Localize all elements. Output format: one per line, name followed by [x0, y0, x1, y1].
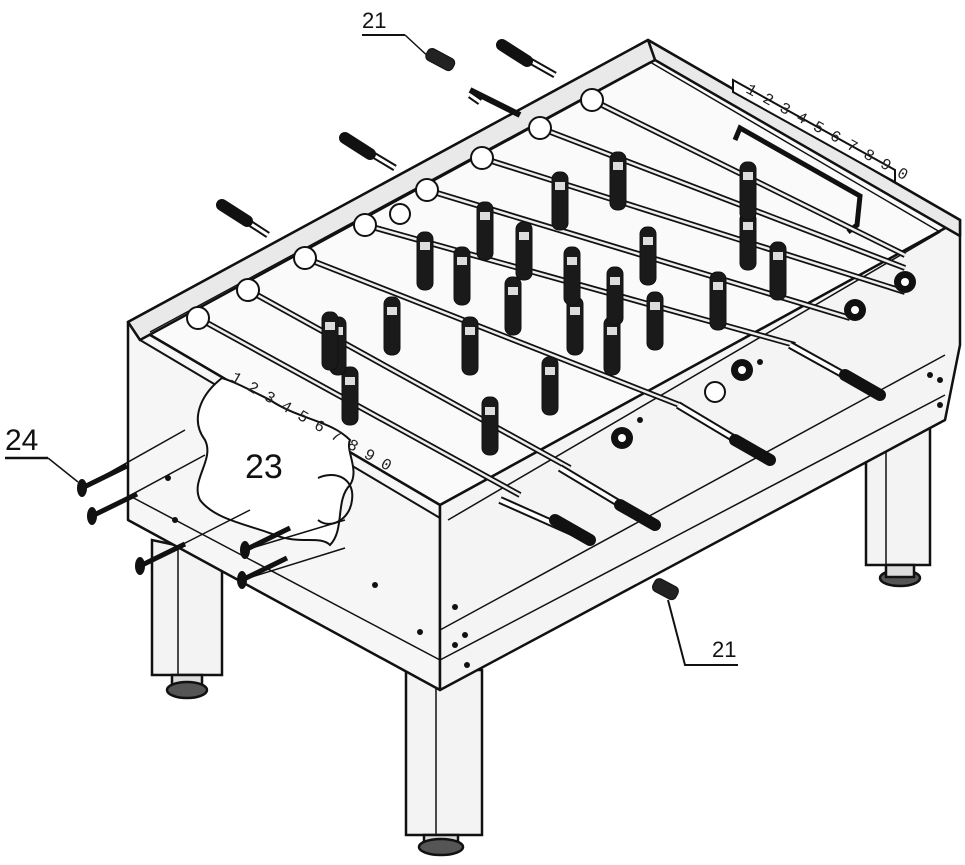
- player-figure-stripe: [465, 327, 475, 335]
- player-figure-stripe: [613, 162, 623, 170]
- player-figure: [541, 356, 559, 416]
- rod-bearing-5: [415, 178, 439, 202]
- player-figure-stripe: [485, 407, 495, 415]
- handle-grip-near-3: [729, 434, 776, 466]
- callout-21-top: 21: [362, 8, 456, 72]
- player-figure: [646, 291, 664, 351]
- handle-grip-far-1: [216, 199, 253, 227]
- rod-bearing-2: [236, 278, 260, 302]
- rod-bearing-3: [293, 246, 317, 270]
- player-figure: [453, 246, 471, 306]
- player-figure-stripe: [457, 257, 467, 265]
- handle-grip-far-2: [339, 132, 376, 160]
- label-21-top: 21: [362, 8, 386, 33]
- screw-head: [77, 479, 87, 497]
- player-figure: [603, 316, 621, 376]
- screws-24: [77, 429, 346, 589]
- rod-bearing-1: [186, 306, 210, 330]
- rod-extra: [468, 87, 522, 118]
- player-rods: [186, 39, 907, 546]
- player-figure-stripe: [713, 282, 723, 290]
- player-figure-stripe: [420, 242, 430, 250]
- label-24: 24: [5, 424, 38, 457]
- player-figure-stripe: [607, 327, 617, 335]
- player-figure: [609, 151, 627, 211]
- rod-highlight-1: [197, 316, 521, 497]
- player-figure-stripe: [650, 302, 660, 310]
- screw-guide-line: [244, 519, 346, 551]
- screw-shaft: [243, 525, 292, 553]
- player-figure: [563, 246, 581, 306]
- player-figure: [341, 366, 359, 426]
- rod-highlight-7: [539, 126, 906, 270]
- screw-head: [135, 557, 145, 575]
- player-figure-stripe: [325, 322, 335, 330]
- player-figure: [461, 316, 479, 376]
- player-figure: [639, 226, 657, 286]
- player-figure: [476, 201, 494, 261]
- label-23: 23: [245, 448, 283, 486]
- rod-bearing-6: [470, 146, 494, 170]
- player-figure-stripe: [345, 377, 355, 385]
- rod-bearing-holes: [389, 203, 916, 449]
- player-figure: [504, 276, 522, 336]
- handle-grip-near-2: [614, 499, 661, 531]
- player-figure-stripe: [480, 212, 490, 220]
- player-figure-stripe: [508, 287, 518, 295]
- screw-shaft: [90, 491, 139, 519]
- rod-highlight-3: [304, 256, 683, 408]
- rod-bearing-7: [528, 116, 552, 140]
- player-figure: [709, 271, 727, 331]
- screw-head: [237, 571, 247, 589]
- player-figure: [606, 266, 624, 326]
- player-figure-stripe: [743, 222, 753, 230]
- handle-grip-near-4: [839, 369, 886, 401]
- player-figure-stripe: [555, 182, 565, 190]
- player-figure-stripe: [773, 252, 783, 260]
- player-figure: [515, 221, 533, 281]
- player-figure-stripe: [567, 257, 577, 265]
- callout-21-bottom: 21: [651, 578, 738, 666]
- screw-guide-line: [241, 547, 346, 581]
- callout-24: 24: [5, 424, 79, 483]
- label-21-bottom: 21: [712, 637, 736, 662]
- handle-grip-near-1: [549, 514, 596, 546]
- screw-shaft: [240, 555, 289, 583]
- handle-grip-far-4: [496, 39, 533, 67]
- player-figure: [551, 171, 569, 231]
- player-figure-stripe: [545, 367, 555, 375]
- callouts: 21 21 24: [5, 8, 738, 666]
- player-figure-stripe: [643, 237, 653, 245]
- player-figure: [769, 241, 787, 301]
- player-figure-stripe: [387, 307, 397, 315]
- screw-shaft: [80, 463, 129, 491]
- player-figure: [481, 396, 499, 456]
- handle-shaft-hl-far-3: [469, 93, 481, 104]
- player-figure: [416, 231, 434, 291]
- screw-head: [87, 507, 97, 525]
- player-figure: [739, 211, 757, 271]
- player-figure: [321, 311, 339, 371]
- rod-bearing-8: [580, 88, 604, 112]
- rod-highlight-2: [247, 288, 571, 470]
- screw-shaft: [138, 541, 187, 569]
- player-figure-stripe: [570, 307, 580, 315]
- player-figure: [739, 161, 757, 221]
- player-figure-stripe: [519, 232, 529, 240]
- screw-head: [240, 541, 250, 559]
- rivets: [165, 359, 943, 668]
- rod-bearing-4: [353, 213, 377, 237]
- player-figure-stripe: [743, 172, 753, 180]
- player-figure: [383, 296, 401, 356]
- player-figure-stripe: [610, 277, 620, 285]
- player-figure: [566, 296, 584, 356]
